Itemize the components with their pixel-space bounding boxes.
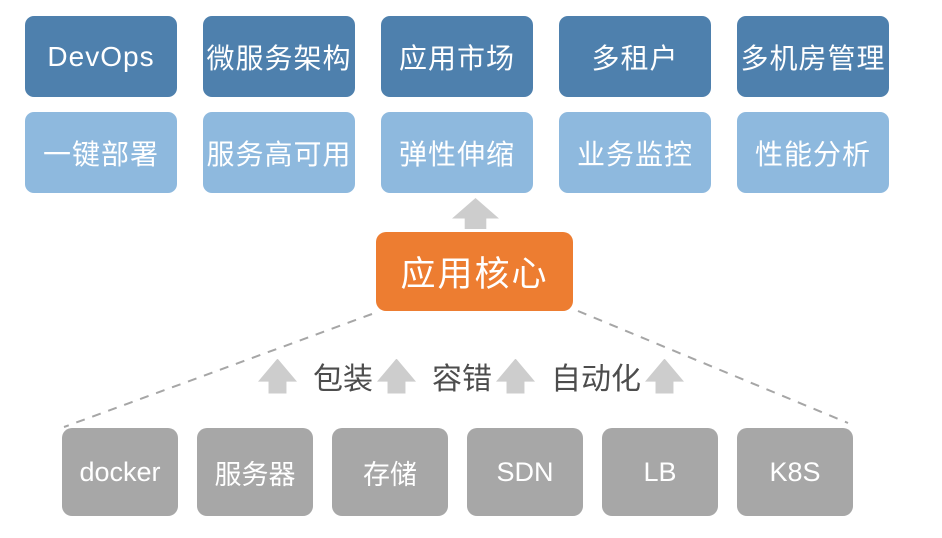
feature-box-devops: DevOps	[25, 16, 177, 97]
capability-label-automation: 自动化	[551, 363, 641, 396]
feature-box-service-ha: 服务高可用	[203, 112, 355, 193]
infra-box-lb: LB	[602, 428, 718, 516]
feature-box-app-market: 应用市场	[381, 16, 533, 97]
core-box: 应用核心	[376, 232, 573, 311]
infra-box-k8s: K8S	[737, 428, 853, 516]
features-row-primary: DevOps 微服务架构 应用市场 多租户 多机房管理	[25, 16, 889, 97]
capability-label-packaging: 包装	[313, 363, 373, 396]
infra-box-sdn: SDN	[467, 428, 583, 516]
infra-box-server: 服务器	[197, 428, 313, 516]
feature-box-microservice: 微服务架构	[203, 16, 355, 97]
up-arrow-icon	[645, 358, 684, 394]
infra-box-storage: 存储	[332, 428, 448, 516]
features-row-secondary: 一键部署 服务高可用 弹性伸缩 业务监控 性能分析	[25, 112, 889, 193]
feature-box-elastic-scaling: 弹性伸缩	[381, 112, 533, 193]
up-arrow-icon	[377, 358, 416, 394]
infra-box-docker: docker	[62, 428, 178, 516]
up-arrow-icon	[452, 198, 499, 229]
capability-label-fault-tolerance: 容错	[432, 363, 492, 396]
feature-box-business-monitor: 业务监控	[559, 112, 711, 193]
up-arrow-icon	[258, 358, 297, 394]
feature-box-multi-datacenter: 多机房管理	[737, 16, 889, 97]
feature-box-multi-tenant: 多租户	[559, 16, 711, 97]
feature-box-one-click-deploy: 一键部署	[25, 112, 177, 193]
capabilities-row: 包装 容错 自动化	[0, 356, 942, 396]
up-arrow-icon	[496, 358, 535, 394]
feature-box-perf-analysis: 性能分析	[737, 112, 889, 193]
infrastructure-row: docker 服务器 存储 SDN LB K8S	[62, 428, 853, 516]
